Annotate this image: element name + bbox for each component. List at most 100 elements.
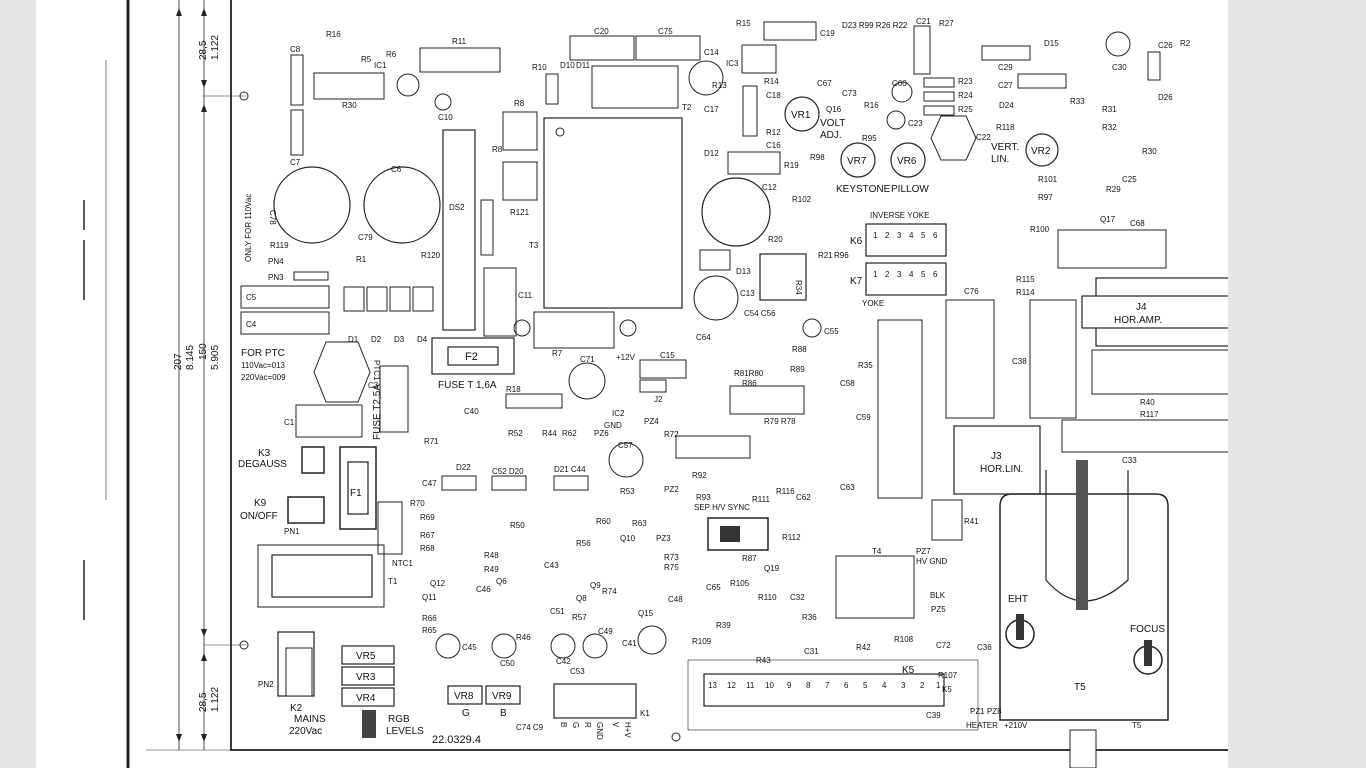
focus-label: FOCUS (1130, 624, 1165, 635)
svg-text:T3: T3 (529, 241, 539, 250)
svg-text:PN3: PN3 (268, 273, 284, 282)
svg-text:C30: C30 (1112, 63, 1127, 72)
switching-section: C20 C75 T2 R10 D10 D11 C14 IC3 R15 C19 R… (513, 19, 849, 358)
dimension-label: 150 (198, 343, 209, 360)
svg-text:C58: C58 (840, 379, 855, 388)
right-mid-components: C76 C38 R40 R117 C33 R35 C58 C59 C63 C62 (796, 287, 1228, 502)
svg-text:C12: C12 (762, 183, 777, 192)
svg-text:R71: R71 (424, 437, 439, 446)
svg-text:1: 1 (936, 681, 941, 690)
svg-text:C78: C78 (268, 210, 277, 225)
svg-text:D15: D15 (1044, 39, 1059, 48)
fuse-f1-rating: FUSE T2,5A (372, 384, 383, 440)
svg-text:C47: C47 (422, 479, 437, 488)
svg-text:C63: C63 (840, 483, 855, 492)
svg-text:B: B (559, 722, 568, 727)
svg-text:6: 6 (933, 270, 938, 279)
svg-text:D21 C44: D21 C44 (554, 465, 586, 474)
k7-designator: K7 (850, 276, 863, 287)
bottom-mid-components: R109 R43 R42 C31 R36 C32 R110 R105 R39 C… (692, 499, 992, 720)
svg-text:2: 2 (920, 681, 925, 690)
ptc-110-note: 110Vac=013 (241, 361, 286, 370)
svg-text:R86: R86 (742, 379, 757, 388)
svg-text:R105: R105 (730, 579, 750, 588)
svg-text:R96: R96 (834, 251, 849, 260)
svg-text:C14: C14 (704, 48, 719, 57)
fuse-f2-body (447, 346, 499, 366)
svg-text:R66: R66 (422, 614, 437, 623)
ntc1-designator: NTC1 (392, 559, 413, 568)
svg-text:13: 13 (708, 681, 717, 690)
svg-text:C49: C49 (598, 627, 613, 636)
mounting-hole (671, 732, 681, 742)
svg-text:Q11: Q11 (422, 593, 437, 602)
svg-text:4: 4 (882, 681, 887, 690)
svg-text:R1: R1 (356, 255, 367, 264)
b-label: B (500, 708, 507, 719)
svg-text:R11: R11 (452, 37, 467, 46)
svg-text:C36: C36 (977, 643, 992, 652)
svg-text:C40: C40 (464, 407, 479, 416)
svg-text:R40: R40 (1140, 398, 1155, 407)
svg-text:R46: R46 (516, 633, 531, 642)
svg-text:R12: R12 (766, 128, 781, 137)
svg-text:3: 3 (897, 231, 902, 240)
svg-text:C79: C79 (358, 233, 373, 242)
svg-text:C31: C31 (804, 647, 819, 656)
dimension-label: 207 (173, 353, 184, 370)
svg-text:C25: C25 (1122, 175, 1137, 184)
svg-text:R25: R25 (958, 105, 973, 114)
svg-text:D23 R99 R26 R22: D23 R99 R26 R22 (842, 21, 908, 30)
svg-text:C42: C42 (556, 657, 571, 666)
vr8-designator: VR8 (454, 691, 474, 702)
vr1-designator: VR1 (791, 110, 811, 121)
vr5-designator: VR5 (356, 651, 376, 662)
svg-text:R75: R75 (664, 563, 679, 572)
svg-text:R111: R111 (752, 495, 770, 504)
svg-text:R101: R101 (1038, 175, 1058, 184)
svg-text:GND: GND (595, 722, 604, 740)
k6-pin-labels: 1 2 3 4 5 6 (873, 231, 938, 240)
focus-knob-shaft (1144, 640, 1152, 666)
k5-pin-labels: 13 12 11 10 9 8 7 6 5 4 3 2 1 (708, 681, 941, 690)
pot-vr2 (1025, 133, 1059, 167)
svg-text:J2: J2 (654, 395, 663, 404)
svg-text:R2: R2 (1180, 39, 1191, 48)
svg-text:R56: R56 (576, 539, 591, 548)
k1-designator: K1 (640, 709, 650, 718)
svg-text:R41: R41 (964, 517, 979, 526)
svg-text:C29: C29 (998, 63, 1013, 72)
svg-text:6: 6 (933, 231, 938, 240)
svg-text:R30: R30 (1142, 147, 1157, 156)
ntc1 (377, 501, 403, 555)
svg-text:R8: R8 (492, 145, 503, 154)
svg-text:R115: R115 (1016, 275, 1035, 284)
svg-text:C50: C50 (500, 659, 515, 668)
svg-text:IC1: IC1 (374, 61, 387, 70)
svg-text:C60: C60 (892, 79, 907, 88)
k7-pin-labels: 1 2 3 4 5 6 (873, 270, 938, 279)
svg-text:R36: R36 (802, 613, 817, 622)
svg-text:R110: R110 (758, 593, 777, 602)
vr4-designator: VR4 (356, 693, 376, 704)
svg-text:C6: C6 (391, 165, 402, 174)
svg-text:R30: R30 (342, 101, 357, 110)
mounting-hole (239, 640, 249, 650)
svg-text:R16: R16 (864, 101, 879, 110)
on-off-label: ON/OFF (240, 511, 278, 522)
svg-text:9: 9 (787, 681, 792, 690)
hor-lin-label: HOR.LIN. (980, 464, 1023, 475)
svg-text:R72: R72 (664, 430, 679, 439)
top-right-components: D23 R99 R26 R22 C21 R27 R23 R24 R25 C60 … (817, 17, 1191, 297)
k5-area-outline (687, 659, 979, 731)
svg-text:R18: R18 (506, 385, 521, 394)
svg-text:R32: R32 (1102, 123, 1117, 132)
svg-text:R116: R116 (776, 487, 795, 496)
hv-gnd-label: HV GND (916, 557, 947, 566)
svg-text:R67: R67 (420, 531, 435, 540)
svg-text:C55: C55 (824, 327, 839, 336)
k3-designator: K3 (258, 448, 271, 459)
svg-text:R19: R19 (784, 161, 799, 170)
connector-j3 (953, 425, 1041, 495)
svg-text:C57: C57 (618, 441, 633, 450)
